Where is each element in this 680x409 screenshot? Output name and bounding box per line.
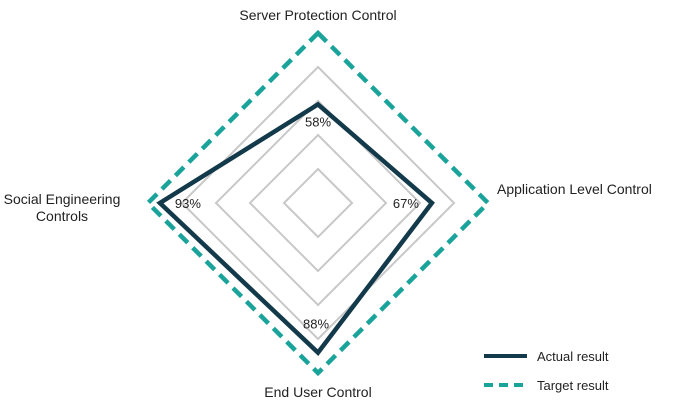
value-labels: 58% 67% 88% 93%	[175, 114, 419, 331]
value-label-4: 93%	[175, 196, 201, 211]
legend-label-1: Actual result	[537, 349, 609, 364]
radar-grid	[180, 65, 456, 341]
value-label-2: 67%	[393, 196, 419, 211]
radar-series	[144, 29, 492, 377]
series-actual-result	[156, 101, 435, 356]
grid-ring-2	[248, 133, 388, 273]
series-target-result	[144, 29, 492, 377]
axis-label-2: Application Level Control	[497, 181, 652, 197]
grid-ring-4	[180, 65, 456, 341]
value-label-3: 88%	[303, 317, 329, 332]
grid-ring-1	[282, 167, 354, 239]
axis-label-1: Server Protection Control	[239, 7, 396, 23]
axis-label-3: End User Control	[264, 384, 371, 400]
legend-label-2: Target result	[537, 378, 609, 393]
value-label-1: 58%	[305, 114, 331, 129]
grid-ring-3	[214, 99, 422, 307]
